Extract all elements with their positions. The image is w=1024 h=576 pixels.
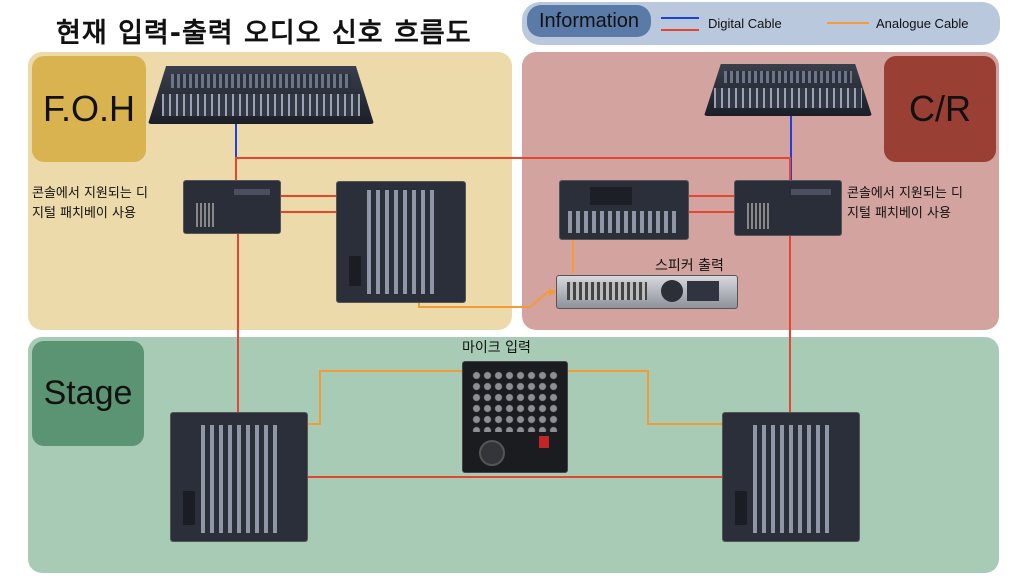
foh-io-rack: [336, 181, 466, 303]
mic-to-right-rack: [540, 370, 760, 425]
cr-io-unit: [559, 180, 689, 240]
cr-patchbay-note: 콘솔에서 지원되는 디 지털 패치베이 사용: [847, 186, 963, 221]
stage-tag: Stage: [32, 341, 144, 446]
cr-tag-label: C/R: [909, 88, 971, 129]
stage-tag-label: Stage: [43, 374, 133, 412]
foh-mixing-console: [148, 66, 374, 124]
arrow-speaker: [549, 288, 557, 296]
foh-patchbay-note: 콘솔에서 지원되는 디 지털 패치베이 사용: [32, 186, 148, 221]
stage-left-rack: [170, 412, 308, 542]
cr-tag: C/R: [884, 56, 996, 162]
mic-in-label: 마이크 입력: [462, 340, 531, 356]
digital-line-red: [661, 29, 699, 31]
stage-right-rack: [722, 412, 860, 542]
legend-heading: Information: [527, 5, 651, 37]
digital-line-blue: [661, 17, 699, 19]
mic-stage-box: [462, 361, 568, 473]
foh-dsp-unit: [183, 180, 281, 234]
speaker-processor: [556, 275, 738, 309]
legend-heading-label: Information: [538, 9, 640, 32]
analogue-legend-label: Analogue Cable: [876, 16, 969, 31]
foh-tag: F.O.H: [32, 56, 146, 162]
page-title: 현재 입력-출력 오디오 신호 흐름도: [56, 18, 472, 49]
foh-tag-label: F.O.H: [42, 88, 135, 129]
cr-dsp-unit: [734, 180, 842, 236]
speaker-out-label: 스피커 출력: [655, 258, 724, 274]
digital-legend-label: Digital Cable: [708, 16, 782, 31]
analogue-line: [827, 22, 869, 24]
cr-mixing-console: [704, 64, 872, 116]
